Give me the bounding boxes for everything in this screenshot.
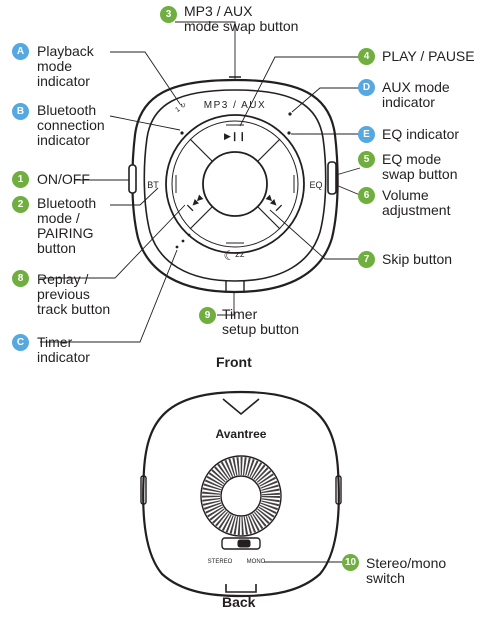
front-caption: Front xyxy=(216,354,252,370)
back-outer-body xyxy=(142,390,340,598)
front-leader-lines xyxy=(40,21,361,343)
callout-marker-8: 8 xyxy=(12,270,29,287)
leader-8 xyxy=(40,204,186,279)
callout-marker-10: 10 xyxy=(342,554,359,571)
brand-logo: Avantree xyxy=(216,427,267,441)
back-bottom-tab xyxy=(225,584,257,593)
callout-label-C: Timer indicator xyxy=(37,334,90,365)
callout-label-E: EQ indicator xyxy=(382,126,460,142)
playback-mode-glyphs: 1 ↻ xyxy=(174,101,188,114)
switch-mono-label: MONO xyxy=(247,559,266,565)
callout-marker-A: A xyxy=(12,43,29,60)
leader-B xyxy=(109,115,181,131)
center-button[interactable] xyxy=(202,151,268,217)
callout-label-D: AUX mode indicator xyxy=(382,79,450,110)
callout-label-1: ON/OFF xyxy=(37,171,90,187)
eq-indicator-dot xyxy=(287,131,291,135)
callout-label-A: Playback mode indicator xyxy=(37,43,94,89)
back-device xyxy=(140,390,342,598)
front-device xyxy=(128,76,339,294)
callout-label-3: MP3 / AUX mode swap button xyxy=(184,3,299,34)
leader-5 xyxy=(335,167,361,176)
timer-indicator-dot-3 xyxy=(187,233,191,237)
leader-3 xyxy=(175,21,236,80)
switch-stereo-label: STEREO xyxy=(208,559,233,565)
leader-4 xyxy=(239,56,360,127)
leader-D xyxy=(291,87,360,113)
callout-marker-3: 3 xyxy=(160,6,177,23)
callout-marker-E: E xyxy=(358,126,375,143)
callout-label-B: Bluetooth connection indicator xyxy=(37,102,105,148)
back-left-side-button xyxy=(140,475,147,505)
callout-marker-7: 7 xyxy=(358,251,375,268)
callout-marker-2: 2 xyxy=(12,196,29,213)
volume-side-wheel[interactable] xyxy=(327,161,337,195)
callout-label-2: Bluetooth mode / PAIRING button xyxy=(37,195,97,256)
callout-label-6: Volume adjustment xyxy=(382,187,451,218)
callout-label-7: Skip button xyxy=(382,251,453,267)
callout-marker-9: 9 xyxy=(199,307,216,324)
callout-label-5: EQ mode swap button xyxy=(382,151,458,182)
leader-7 xyxy=(269,209,360,260)
speaker-grille-inner xyxy=(220,475,262,517)
callout-marker-D: D xyxy=(358,79,375,96)
previous-track-icon[interactable]: ❙◀◀ xyxy=(184,193,204,213)
bluetooth-indicator-dot xyxy=(180,131,184,135)
mode-label-on-device: MP3 / AUX xyxy=(204,100,266,111)
pad-segment-lines xyxy=(175,124,295,244)
front-bottom-notch xyxy=(225,281,245,291)
aux-indicator-dot xyxy=(288,112,292,116)
back-right-side-button xyxy=(335,475,342,505)
leader-6 xyxy=(335,184,361,196)
control-dial-outer-ring xyxy=(165,114,305,254)
callout-label-10: Stereo/mono switch xyxy=(366,555,447,586)
speaker-rays xyxy=(202,457,280,535)
leader-2 xyxy=(110,187,159,206)
timer-indicator-dot-1 xyxy=(175,245,179,249)
next-track-icon[interactable]: ▶▶❙ xyxy=(265,193,285,213)
back-caption: Back xyxy=(222,594,256,610)
callout-label-4: PLAY / PAUSE xyxy=(382,48,475,64)
callout-marker-5: 5 xyxy=(358,151,375,168)
dial-dividers xyxy=(189,138,281,230)
stereo-mono-switch-slider[interactable] xyxy=(237,539,251,548)
onoff-side-button[interactable] xyxy=(128,164,137,194)
front-inner-face xyxy=(143,89,327,282)
eq-label-on-device: EQ xyxy=(309,180,322,190)
callout-marker-6: 6 xyxy=(358,187,375,204)
callout-marker-B: B xyxy=(12,103,29,120)
leader-9 xyxy=(217,292,235,316)
control-dial-mid-ring xyxy=(171,120,299,248)
callout-marker-C: C xyxy=(12,334,29,351)
callout-marker-1: 1 xyxy=(12,171,29,188)
callout-label-8: Replay / previous track button xyxy=(37,271,111,317)
timer-moon-icon[interactable]: ☾ᶻᶻ xyxy=(224,248,245,263)
callout-label-9: Timer setup button xyxy=(222,306,300,337)
leader-A xyxy=(110,51,181,105)
indicator-dots xyxy=(175,112,292,249)
callout-marker-4: 4 xyxy=(358,48,375,65)
play-pause-icon[interactable]: ▶❙❙ xyxy=(224,131,246,142)
speaker-grille-outer xyxy=(200,455,282,537)
front-outer-body xyxy=(131,78,339,294)
stereo-mono-switch[interactable] xyxy=(221,537,261,550)
back-top-tab xyxy=(222,398,260,416)
leader-C xyxy=(40,249,178,343)
timer-indicator-dot-2 xyxy=(181,239,185,243)
bt-label-on-device: BT xyxy=(147,180,159,190)
